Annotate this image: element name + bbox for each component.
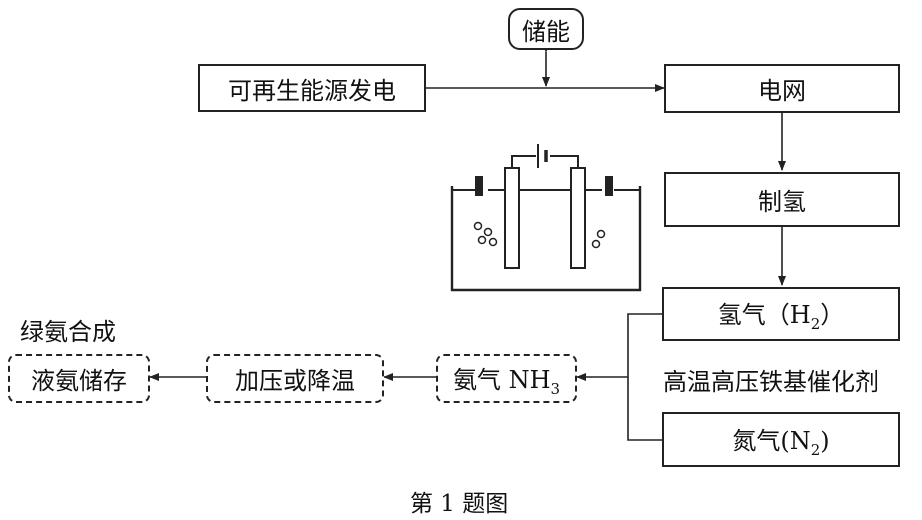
- grid-node: 电网: [664, 64, 900, 113]
- electrode-right: [570, 167, 586, 269]
- hydrogen-node: 氢气（H2）: [662, 287, 900, 341]
- electrolysis-cell-illustration: [450, 144, 642, 292]
- liquid-storage-node: 液氨储存: [8, 354, 150, 403]
- storage-node: 储能: [508, 8, 584, 50]
- bubble: [488, 237, 498, 247]
- marker-right: [605, 176, 613, 196]
- grid-label: 电网: [758, 77, 806, 105]
- liquid-storage-label: 液氨储存: [31, 367, 127, 395]
- bubble: [591, 239, 601, 249]
- nitrogen-node: 氮气(N2): [662, 412, 900, 467]
- bubble: [473, 221, 483, 231]
- bubble: [477, 235, 487, 245]
- ammonia-node: 氨气 NH3: [436, 354, 577, 403]
- make-h2-node: 制氢: [664, 172, 900, 227]
- electrolyzer-tank: [450, 186, 642, 292]
- electrode-left: [504, 167, 520, 269]
- green-ammonia-label: 绿氨合成: [20, 318, 116, 346]
- figure-caption: 第 1 题图: [410, 491, 509, 517]
- pressurize-label: 加压或降温: [235, 367, 355, 395]
- bracket-h2-n2: [627, 313, 662, 441]
- pressurize-node: 加压或降温: [206, 354, 384, 403]
- renewable-label: 可再生能源发电: [228, 76, 396, 105]
- catalyst-label: 高温高压铁基催化剂: [663, 368, 879, 396]
- bubble: [596, 229, 606, 239]
- ammonia-label: 氨气 NH3: [452, 365, 561, 398]
- nitrogen-label: 氮气(N2): [732, 426, 830, 459]
- marker-left: [475, 176, 483, 196]
- wire-right: [550, 155, 579, 168]
- wire-left: [511, 155, 536, 168]
- renewable-node: 可再生能源发电: [198, 64, 426, 112]
- storage-label: 储能: [522, 17, 570, 46]
- make-h2-label: 制氢: [758, 188, 806, 216]
- hydrogen-label: 氢气（H2）: [717, 301, 845, 333]
- bubble: [483, 227, 493, 237]
